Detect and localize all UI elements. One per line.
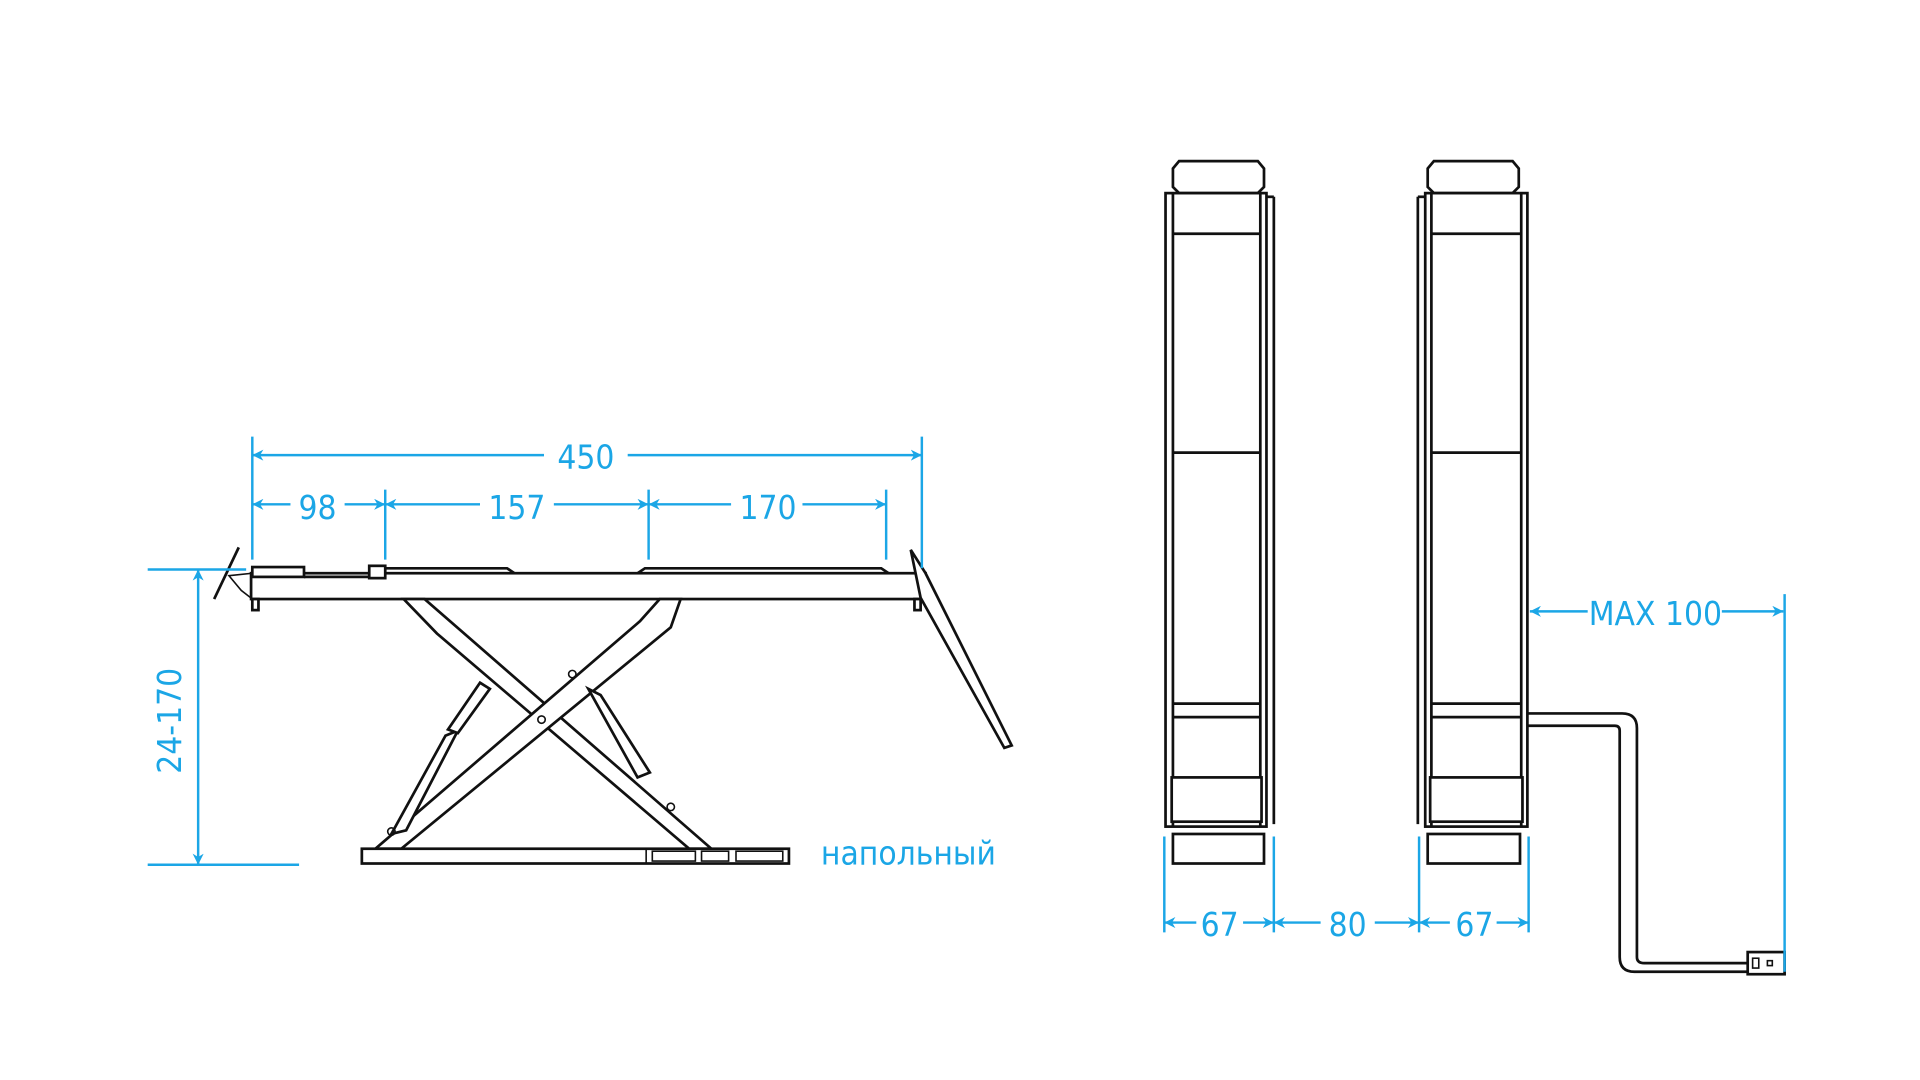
dimension-column-width-left: 67 (1201, 905, 1239, 944)
dimension-overall-length: 450 (557, 438, 614, 477)
dimension-segment-3: 170 (739, 488, 796, 527)
dimension-segment-1: 98 (299, 488, 337, 527)
lift-type-label: напольный (821, 834, 996, 873)
dimension-column-width-right: 67 (1455, 905, 1493, 944)
remote-control-icon (1746, 950, 1786, 976)
dimension-gap: 80 (1329, 905, 1367, 944)
dimension-segment-2: 157 (488, 488, 545, 527)
side-view-dimensions: 450 98 157 170 24-170 напольный (147, 436, 996, 873)
control-cable (1527, 712, 1748, 974)
side-view-lift (212, 546, 1014, 865)
dimension-cable-max: MAX 100 (1589, 594, 1722, 633)
front-view-column-left (1164, 159, 1276, 865)
front-view-dimensions: 67 80 67 MAX 100 (1163, 594, 1786, 972)
dimension-height-range: 24-170 (150, 668, 189, 774)
front-view-column-right (1416, 159, 1529, 865)
